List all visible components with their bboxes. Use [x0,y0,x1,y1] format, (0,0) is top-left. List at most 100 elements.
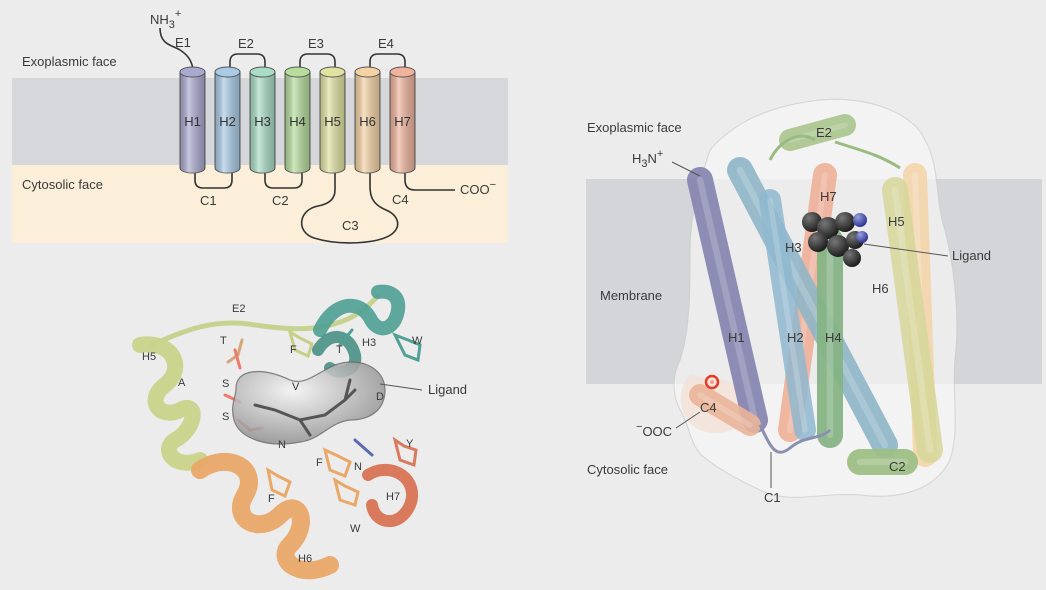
helix-label-h2: H2 [219,114,236,129]
res-label-s1: S [222,378,229,390]
c-terminal-tail [404,168,455,191]
loop-e1-label: E1 [175,35,191,50]
ligand-spheres [802,212,868,267]
label-3d-h5: H5 [888,214,905,229]
label-3d-c2: C2 [889,459,906,474]
helix-h4: H4 [284,66,311,174]
h5-ribbon [132,336,208,471]
loop-c1 [194,168,233,189]
helix-3d-c4 [689,384,761,436]
n-terminus-label: NH3+ [150,8,181,31]
cytosolic-band [12,165,508,243]
n-terminal-tail [159,27,194,73]
label-3d-e2: E2 [816,125,832,140]
loop-c2-label: C2 [272,193,289,208]
res-label-t1: T [220,335,227,347]
c-terminus-leader-3d [675,411,701,429]
res-label-y: Y [406,438,414,450]
helix-3d-highlight-h2 [767,197,808,433]
res-label-f2: F [316,457,323,469]
res-label-f1: F [290,344,297,356]
c4-marker-core [710,380,714,384]
res-label-w2: W [350,523,361,535]
label-3d-h3: H3 [785,240,802,255]
label-3d-c4: C4 [700,400,717,415]
res-label-n1: N [278,439,286,451]
c-terminus-label: COO− [460,179,496,197]
ligand-leader-3d [863,243,949,257]
label-3d-h2: H2 [787,330,804,345]
helix-label-h4: H4 [289,114,306,129]
res-label-d: D [376,391,384,403]
res-label-h6: H6 [298,553,312,565]
h6-ribbon [191,452,339,580]
label-3d-h4: H4 [825,330,842,345]
ligand-surface [232,361,386,445]
loop-3d-c1 [758,424,832,454]
helix-h2: H2 [214,66,241,174]
helix-label-h6: H6 [359,114,376,129]
loop-e2-label: E2 [238,36,254,51]
label-3d-c1: C1 [764,490,781,505]
ligand-label-3d: Ligand [952,248,991,263]
helix-label-h7: H7 [394,114,411,129]
res-label-s2: S [222,411,229,423]
helix-label-h1: H1 [184,114,201,129]
helix-h7: H7 [389,66,416,174]
loop-c3 [300,168,399,244]
loop-e4-label: E4 [378,36,394,51]
loop-e4 [369,53,406,72]
c4-marker [704,374,720,390]
cytosolic-face-label: Cytosolic face [22,177,103,192]
membrane-label: Membrane [600,288,662,303]
ligand-label-a: Ligand [428,382,467,397]
label-3d-h1: H1 [728,330,745,345]
res-label-h5: H5 [142,351,156,363]
res-label-t2: T [336,344,343,356]
helix-3d-highlight-h1 [696,176,759,424]
res-label-h7: H7 [386,491,400,503]
ligand-sticks [253,378,357,437]
label-3d-h7: H7 [820,189,837,204]
helix-3d-highlight-c4 [697,392,753,428]
helix-cylinders: H1 H2 H3 H4 H5 H6 H7 [179,66,416,174]
helix-h6: H6 [354,66,381,174]
label-3d-h6: H6 [872,281,889,296]
loop-e3 [299,53,336,72]
n-terminus-label-3d: H3N+ [632,148,663,170]
helix-3d-group [687,114,943,475]
loop-c3-label: C3 [342,218,359,233]
exoplasmic-face-label-3d: Exoplasmic face [587,120,682,135]
helix-3d-highlight-h5 [891,186,934,454]
h7-ribbon [362,463,418,528]
res-label-v: V [292,381,300,393]
loop-c2 [264,168,303,189]
res-label-a: A [178,377,186,389]
loop-c4-label: C4 [392,192,409,207]
helix-3d-h2 [759,189,816,441]
topology-panel: Exoplasmic face Cytosolic face NH3+ E1 E… [12,8,508,244]
cytosolic-face-label-3d: Cytosolic face [587,462,668,477]
loop-3d-e2 [768,134,901,170]
ligand-leader [379,383,423,391]
res-label-h3: H3 [362,337,376,349]
helix-label-h5: H5 [324,114,341,129]
helix-h3: H3 [249,66,276,174]
c-terminus-label-3d: −OOC [636,421,672,439]
h3-ribbon [313,284,406,337]
helix-h5: H5 [319,66,346,174]
exoplasmic-face-label: Exoplasmic face [22,54,117,69]
n-terminus-leader-3d [671,161,701,177]
res-label-e2: E2 [232,303,245,315]
helix-label-h3: H3 [254,114,271,129]
loop-c1-label: C1 [200,193,217,208]
helix-3d-h1 [687,167,768,433]
structure-panel: Exoplasmic face Membrane Cytosolic face … [586,98,1042,505]
res-label-f3: F [268,493,275,505]
helix-h1: H1 [179,66,206,174]
res-label-n2: N [354,461,362,473]
res-label-w1: W [412,335,423,347]
loop-e3-label: E3 [308,36,324,51]
binding-site-panel: E2 T F T H3 W H5 A S V D S N F N Y F H7 … [132,284,467,580]
